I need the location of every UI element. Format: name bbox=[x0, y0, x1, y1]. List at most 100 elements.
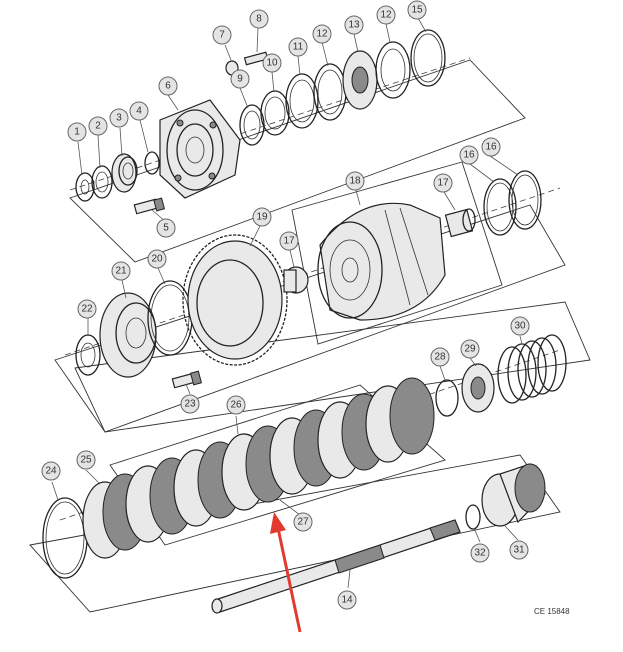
callout-19: 19 bbox=[252, 207, 272, 227]
ring-2 bbox=[91, 165, 113, 199]
ring-12b bbox=[375, 41, 411, 99]
callout-4-label: 4 bbox=[136, 106, 142, 117]
callouts: 1 2 3 4 5 6 7 8 9 10 11 12 13 12 15 16 1… bbox=[41, 0, 530, 610]
callout-2: 2 bbox=[88, 116, 108, 136]
ring-10 bbox=[260, 90, 290, 136]
callout-9: 9 bbox=[230, 69, 250, 89]
drawing-reference: CE 15848 bbox=[534, 607, 570, 616]
callout-22-label: 22 bbox=[81, 304, 93, 315]
callout-12b-label: 12 bbox=[380, 10, 392, 21]
callout-21: 21 bbox=[111, 261, 131, 281]
callout-18-label: 18 bbox=[349, 176, 361, 187]
snap-ring-24 bbox=[42, 497, 88, 579]
arrow-head bbox=[270, 512, 286, 534]
gear-31 bbox=[481, 463, 546, 527]
callout-24: 24 bbox=[41, 461, 61, 481]
callout-16a: 16 bbox=[459, 145, 479, 165]
callout-20: 20 bbox=[147, 249, 167, 269]
ring-12a bbox=[313, 63, 347, 121]
callout-3: 3 bbox=[109, 108, 129, 128]
bush-4 bbox=[144, 151, 160, 175]
lower-middle-parts bbox=[435, 334, 567, 417]
callout-12a-label: 12 bbox=[316, 29, 328, 40]
shaft-group bbox=[211, 463, 546, 614]
callout-10: 10 bbox=[262, 53, 282, 73]
callout-8-label: 8 bbox=[256, 14, 262, 25]
callout-6: 6 bbox=[158, 76, 178, 96]
callout-15: 15 bbox=[407, 0, 427, 20]
middle-row-parts bbox=[75, 170, 542, 389]
bush-17b bbox=[283, 266, 309, 294]
panel-top bbox=[69, 59, 526, 263]
callout-17a-label: 17 bbox=[437, 178, 449, 189]
callout-14-label: 14 bbox=[341, 595, 353, 606]
shaft-14 bbox=[211, 519, 461, 614]
callout-2-label: 2 bbox=[95, 121, 101, 132]
red-pointer-arrow bbox=[270, 512, 302, 633]
housing-18 bbox=[317, 202, 446, 321]
bearing-3 bbox=[111, 153, 138, 193]
ring-gear-19 bbox=[182, 234, 288, 366]
callout-26-label: 26 bbox=[230, 400, 242, 411]
bush-17a bbox=[444, 208, 476, 238]
callout-30-label: 30 bbox=[514, 321, 526, 332]
callout-21-label: 21 bbox=[115, 266, 127, 277]
callout-28-label: 28 bbox=[434, 352, 446, 363]
circlip-28 bbox=[435, 379, 459, 417]
callout-6-label: 6 bbox=[165, 81, 171, 92]
panel-bottom bbox=[29, 454, 561, 613]
plate-13 bbox=[342, 50, 378, 110]
callout-27-label: 27 bbox=[297, 517, 309, 528]
callout-9-label: 9 bbox=[237, 74, 243, 85]
snap-ring-16b bbox=[508, 170, 542, 230]
clutch-pack bbox=[42, 377, 435, 579]
sprag-29 bbox=[461, 363, 495, 413]
callout-28: 28 bbox=[430, 347, 450, 367]
washer-32 bbox=[465, 504, 481, 530]
washer-1 bbox=[75, 172, 95, 202]
callout-13-label: 13 bbox=[348, 20, 360, 31]
callout-23: 23 bbox=[180, 394, 200, 414]
callout-5-label: 5 bbox=[163, 223, 169, 234]
callout-16b: 16 bbox=[481, 137, 501, 157]
callout-3-label: 3 bbox=[116, 113, 122, 124]
snap-ring-15 bbox=[410, 29, 446, 87]
callout-10-label: 10 bbox=[266, 58, 278, 69]
callout-24-label: 24 bbox=[45, 466, 57, 477]
callout-13: 13 bbox=[344, 15, 364, 35]
callout-7-label: 7 bbox=[219, 30, 225, 41]
ring-11 bbox=[285, 73, 319, 129]
washer-9 bbox=[239, 104, 265, 146]
callout-17b-label: 17 bbox=[283, 236, 295, 247]
callout-5: 5 bbox=[156, 218, 176, 238]
callout-7: 7 bbox=[212, 25, 232, 45]
panel-lower-middle bbox=[74, 301, 591, 433]
callout-30: 30 bbox=[510, 316, 530, 336]
callout-17b: 17 bbox=[279, 231, 299, 251]
callout-1-label: 1 bbox=[74, 127, 80, 138]
snap-ring-16a bbox=[483, 178, 517, 236]
callout-31-label: 31 bbox=[513, 545, 525, 556]
callout-4: 4 bbox=[129, 101, 149, 121]
callout-17a: 17 bbox=[433, 173, 453, 193]
snap-ring-20 bbox=[147, 280, 193, 356]
callout-14: 14 bbox=[337, 590, 357, 610]
washer-22 bbox=[75, 334, 101, 376]
callout-29-label: 29 bbox=[464, 344, 476, 355]
callout-29: 29 bbox=[460, 339, 480, 359]
callout-25: 25 bbox=[76, 450, 96, 470]
callout-26: 26 bbox=[226, 395, 246, 415]
clutch-plates-25-26-27 bbox=[82, 377, 435, 559]
callout-12b: 12 bbox=[376, 5, 396, 25]
carrier-6 bbox=[159, 99, 241, 199]
bolt-5 bbox=[133, 197, 166, 215]
panel-housing-inner bbox=[291, 161, 503, 345]
callout-16a-label: 16 bbox=[463, 150, 475, 161]
callout-22: 22 bbox=[77, 299, 97, 319]
leader-lines bbox=[51, 17, 523, 589]
arrow-shaft bbox=[276, 527, 302, 633]
callout-12a: 12 bbox=[312, 24, 332, 44]
callout-31: 31 bbox=[509, 540, 529, 560]
top-row-parts bbox=[75, 29, 446, 215]
callout-25-label: 25 bbox=[80, 455, 92, 466]
